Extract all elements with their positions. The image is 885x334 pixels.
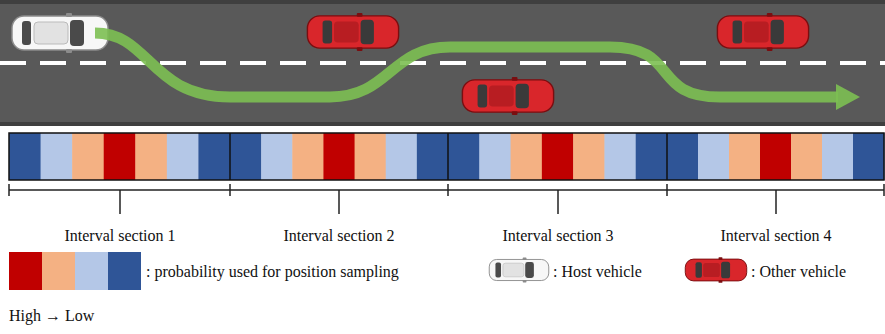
swatch-cell xyxy=(9,252,42,290)
probability-cell xyxy=(72,133,104,180)
section-divider xyxy=(447,133,449,180)
other-vehicle-icon xyxy=(685,257,746,283)
probability-cell xyxy=(417,133,449,180)
section-label: Interval section 1 xyxy=(64,226,175,245)
host-vehicle-icon xyxy=(489,258,549,283)
probability-cell xyxy=(604,133,636,180)
other-vehicle xyxy=(462,77,553,115)
scale-label: High → Low xyxy=(9,306,94,325)
section-label: Interval section 2 xyxy=(283,226,394,245)
probability-cell xyxy=(853,133,885,180)
road xyxy=(0,0,885,126)
probability-cell xyxy=(167,133,199,180)
probability-cell xyxy=(791,133,823,180)
probability-cell xyxy=(230,133,262,180)
probability-cell xyxy=(104,133,136,180)
probability-cell xyxy=(542,133,574,180)
probability-cell xyxy=(292,133,324,180)
arrow-head xyxy=(836,84,860,110)
probability-cell xyxy=(386,133,418,180)
probability-cell xyxy=(448,133,480,180)
probability-cell xyxy=(198,133,230,180)
probability-cell xyxy=(261,133,293,180)
probability-cell xyxy=(760,133,792,180)
probability-swatch xyxy=(9,252,141,290)
probability-cell xyxy=(729,133,761,180)
probability-cell xyxy=(479,133,511,180)
probability-cell xyxy=(355,133,387,180)
probability-cell xyxy=(667,133,699,180)
lane-divider xyxy=(0,61,885,65)
probability-cell xyxy=(822,133,854,180)
section-divider xyxy=(229,133,231,180)
legend-text: : Other vehicle xyxy=(751,262,846,281)
section-divider xyxy=(666,133,668,180)
other-vehicle xyxy=(307,13,398,51)
legend-text: : Host vehicle xyxy=(553,262,642,281)
section-label: Interval section 3 xyxy=(502,226,613,245)
probability-cell xyxy=(323,133,355,180)
section-bracket xyxy=(9,184,884,214)
probability-cell xyxy=(511,133,543,180)
probability-cell xyxy=(135,133,167,180)
trajectory-arrow xyxy=(95,33,838,97)
probability-cell xyxy=(9,133,41,180)
probability-cell xyxy=(41,133,73,180)
host-vehicle xyxy=(12,13,108,53)
other-vehicle xyxy=(717,13,808,51)
probability-cell xyxy=(636,133,668,180)
swatch-cell xyxy=(42,252,75,290)
strip-frame xyxy=(9,133,884,180)
section-label: Interval section 4 xyxy=(720,226,831,245)
swatch-cell xyxy=(108,252,141,290)
probability-cell xyxy=(573,133,605,180)
probability-cell xyxy=(698,133,730,180)
swatch-cell xyxy=(75,252,108,290)
legend-text: : probability used for position sampling xyxy=(146,262,399,281)
